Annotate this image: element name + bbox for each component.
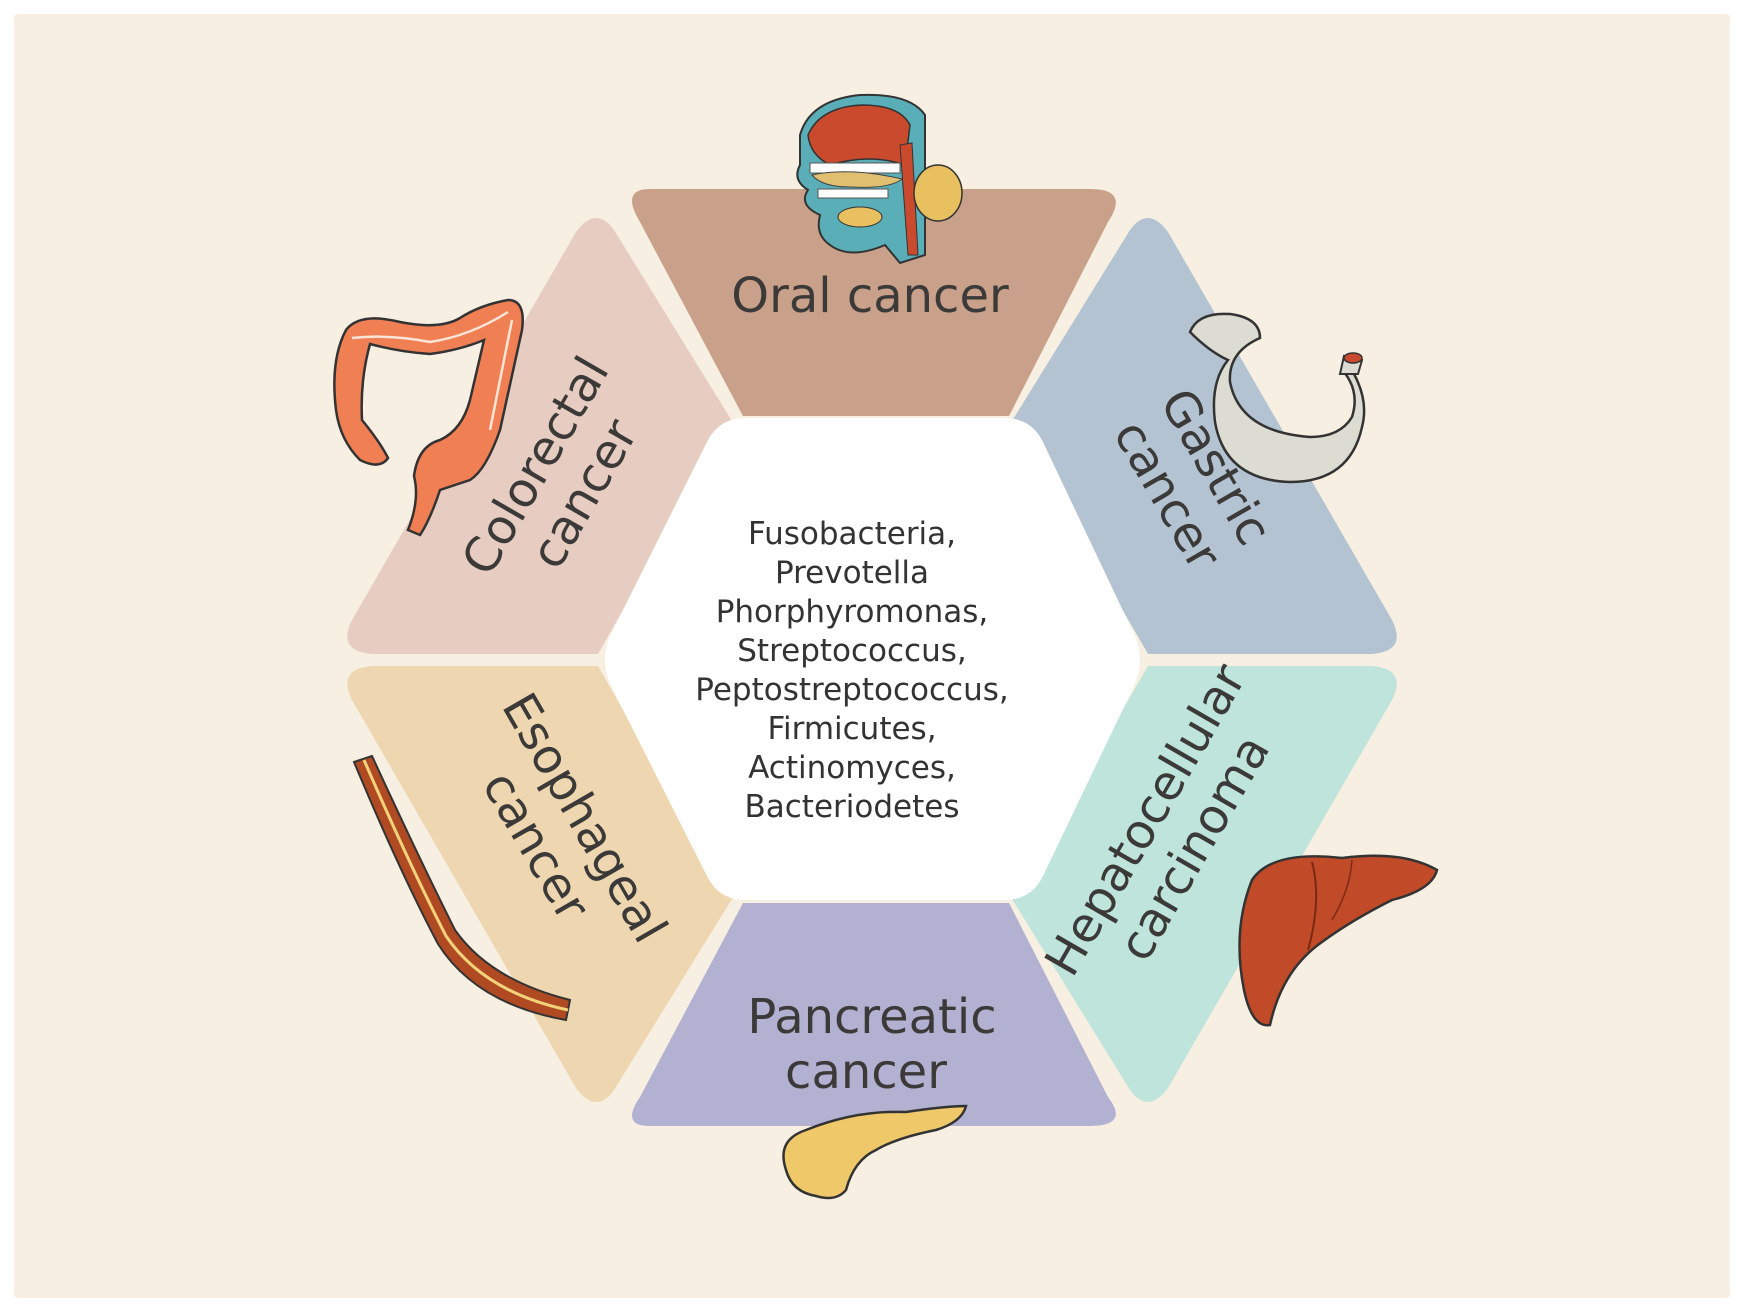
segment-pancreatic bbox=[632, 903, 1116, 1126]
label-oral-line-1: Oral cancer bbox=[731, 268, 1009, 324]
segment-esophageal bbox=[347, 666, 732, 1103]
label-pancreatic-line-1: Pancreatic bbox=[747, 989, 996, 1045]
bacteria-line: Streptococcus, bbox=[737, 633, 967, 669]
mouth-throat-icon bbox=[796, 93, 963, 265]
label-pancreatic: Pancreatic cancer bbox=[747, 989, 996, 1100]
bacteria-line: Phorphyromonas, bbox=[716, 594, 989, 630]
segment-hepato bbox=[1012, 666, 1397, 1103]
segment-gastric bbox=[1012, 217, 1397, 654]
colon-icon bbox=[333, 298, 524, 537]
bacteria-line: Actinomyces, bbox=[748, 750, 956, 786]
pancreas-icon bbox=[782, 1104, 968, 1200]
label-oral: Oral cancer bbox=[731, 268, 1009, 324]
center-bacteria-list: Fusobacteria, Prevotella Phorphyromonas,… bbox=[695, 516, 1008, 825]
bacteria-line: Firmicutes, bbox=[767, 711, 936, 747]
label-pancreatic-line-2: cancer bbox=[785, 1044, 947, 1100]
liver-icon bbox=[1238, 854, 1439, 1027]
bacteria-line: Prevotella bbox=[775, 555, 929, 591]
bacteria-line: Fusobacteria, bbox=[748, 516, 956, 552]
esophagus-icon bbox=[352, 754, 572, 1022]
bacteria-line: Peptostreptococcus, bbox=[695, 672, 1008, 708]
bacteria-line: Bacteriodetes bbox=[745, 789, 960, 825]
center-hexagon bbox=[605, 418, 1140, 900]
segment-colorectal bbox=[347, 217, 732, 654]
segment-oral bbox=[632, 189, 1116, 416]
stomach-icon bbox=[1188, 312, 1366, 484]
